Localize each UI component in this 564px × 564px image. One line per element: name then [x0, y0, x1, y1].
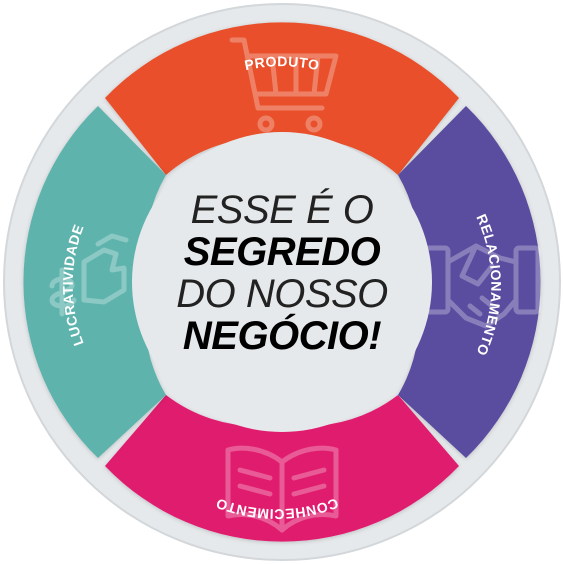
shopping-cart-icon [229, 37, 339, 133]
center-line-4: NEGÓCIO! [182, 314, 382, 358]
segment-conhecimento [105, 395, 459, 542]
segment-lucratividade [23, 106, 166, 458]
center-line-3: DO NOSSO [176, 272, 388, 316]
center-message: ESSE É O SEGREDO DO NOSSO NEGÓCIO! [152, 188, 412, 358]
center-line-1: ESSE É O [190, 188, 374, 232]
center-line-2: SEGREDO [183, 230, 381, 274]
open-book-icon [225, 445, 339, 533]
segment-produto [105, 22, 459, 175]
segment-relacionamento [398, 106, 541, 458]
money-hand-icon [49, 233, 129, 317]
center-disc [132, 132, 432, 432]
segment-label-produto: PRODUTO [243, 53, 321, 73]
